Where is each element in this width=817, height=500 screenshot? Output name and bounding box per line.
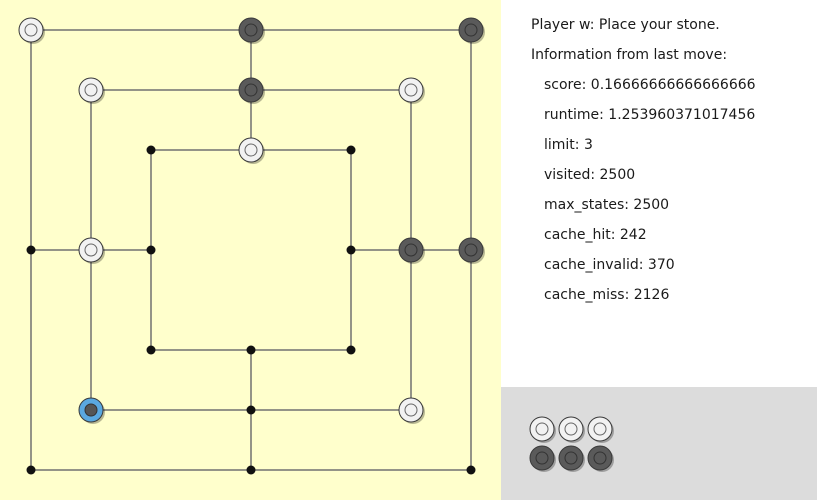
white-stone[interactable] xyxy=(558,416,585,443)
last-move-heading: Information from last move: xyxy=(531,47,728,63)
stat-max-states: max_states: 2500 xyxy=(544,197,670,213)
stone-body xyxy=(238,137,264,163)
stone-ring xyxy=(404,83,418,97)
white-stone[interactable] xyxy=(398,77,425,104)
stone-ring xyxy=(535,422,549,436)
stone-body xyxy=(238,77,264,103)
stone-body xyxy=(398,77,424,103)
stone-ring xyxy=(564,422,578,436)
stone-body xyxy=(78,237,104,263)
board-point-d1[interactable] xyxy=(246,465,256,475)
stone-ring xyxy=(84,243,98,257)
black-stone[interactable] xyxy=(398,237,425,264)
info-panel: Player w: Place your stone. Information … xyxy=(501,0,817,387)
stone-body xyxy=(458,237,484,263)
white-stone[interactable] xyxy=(398,397,425,424)
stat-visited: visited: 2500 xyxy=(544,167,636,183)
stone-ring xyxy=(464,243,478,257)
white-stone[interactable] xyxy=(78,77,105,104)
stone-body xyxy=(78,77,104,103)
remaining-stones xyxy=(529,416,614,472)
stone-ring xyxy=(535,451,549,465)
white-stone[interactable] xyxy=(18,17,45,44)
board-point-c5[interactable] xyxy=(146,145,156,155)
board-point-d3[interactable] xyxy=(246,345,256,355)
stone-tray xyxy=(501,387,817,500)
board-point-c4[interactable] xyxy=(146,245,156,255)
black-stone[interactable] xyxy=(238,77,265,104)
board-point-e4[interactable] xyxy=(346,245,356,255)
stone-ring xyxy=(244,143,258,157)
stone-body xyxy=(18,17,44,43)
stat-score: score: 0.16666666666666666 xyxy=(544,77,756,93)
stone-ring xyxy=(404,403,418,417)
board-point-a1[interactable] xyxy=(26,465,36,475)
stone-body xyxy=(398,397,424,423)
stone-ring xyxy=(84,403,98,417)
stat-cache-invalid: cache_invalid: 370 xyxy=(544,257,675,273)
black-stone[interactable] xyxy=(458,17,485,44)
black-stone[interactable] xyxy=(458,237,485,264)
board-point-g1[interactable] xyxy=(466,465,476,475)
stone-body xyxy=(238,17,264,43)
black-stone[interactable] xyxy=(558,445,585,472)
stat-cache-hit: cache_hit: 242 xyxy=(544,227,647,243)
stone-ring xyxy=(404,243,418,257)
board-point-c3[interactable] xyxy=(146,345,156,355)
stone-body xyxy=(587,416,613,442)
white-stone[interactable] xyxy=(238,137,265,164)
stone-ring xyxy=(84,83,98,97)
stat-limit: limit: 3 xyxy=(544,137,593,153)
board-point-e5[interactable] xyxy=(346,145,356,155)
stone-body xyxy=(558,416,584,442)
board-point-e3[interactable] xyxy=(346,345,356,355)
board-point-d2[interactable] xyxy=(246,405,256,415)
black-stone[interactable] xyxy=(238,17,265,44)
stone-ring xyxy=(244,83,258,97)
white-stone[interactable] xyxy=(78,237,105,264)
stone-ring xyxy=(593,451,607,465)
stat-cache-miss: cache_miss: 2126 xyxy=(544,287,670,303)
stone-ring xyxy=(244,23,258,37)
black-stone[interactable] xyxy=(587,445,614,472)
selected-black-stone[interactable] xyxy=(78,397,105,424)
white-stone[interactable] xyxy=(529,416,556,443)
stone-body xyxy=(529,445,555,471)
stone-ring xyxy=(24,23,38,37)
white-stone[interactable] xyxy=(587,416,614,443)
black-stone[interactable] xyxy=(529,445,556,472)
stat-runtime: runtime: 1.253960371017456 xyxy=(544,107,756,123)
stone-ring xyxy=(593,422,607,436)
board-point-a4[interactable] xyxy=(26,245,36,255)
stone-body xyxy=(458,17,484,43)
stone-body xyxy=(398,237,424,263)
stone-body xyxy=(587,445,613,471)
board-lines xyxy=(18,17,485,475)
stone-ring xyxy=(564,451,578,465)
game-board[interactable] xyxy=(0,0,501,500)
stone-ring xyxy=(464,23,478,37)
stone-body xyxy=(529,416,555,442)
status-prompt: Player w: Place your stone. xyxy=(531,17,720,33)
stone-body xyxy=(558,445,584,471)
